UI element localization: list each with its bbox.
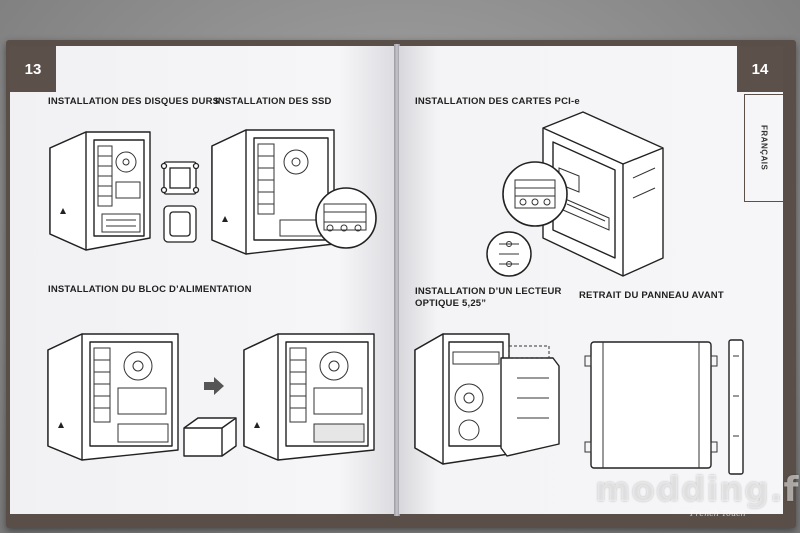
heading-pcie-install: INSTALLATION DES CARTES PCI-e [415,96,580,107]
watermark-brand: modding.fr [595,470,800,510]
heading-optical-install-line1: INSTALLATION D’UN LECTEUR [415,286,562,297]
watermark-tagline: French Touch [690,509,746,518]
hdd-tray-illustration [160,161,200,243]
psu-unit-illustration [183,417,237,457]
right-page: 14 FRANÇAIS INSTALLATION DES CARTES PCI-… [399,46,783,514]
page-number-right: 14 [737,46,783,92]
psu-case-before-illustration [47,333,179,461]
heading-hdd-install: INSTALLATION DES DISQUES DURS [48,96,220,107]
heading-front-panel-removal: RETRAIT DU PANNEAU AVANT [579,290,724,301]
left-page: 13 INSTALLATION DES DISQUES DURS INSTALL… [10,46,396,514]
pcie-case-illustration [486,111,664,277]
language-tab-label: FRANÇAIS [759,125,769,171]
page-number-left: 13 [10,46,56,92]
ssd-case-illustration [211,129,377,255]
front-panel-illustration [584,339,744,475]
language-tab: FRANÇAIS [744,94,783,202]
heading-ssd-install: INSTALLATION DES SSD [215,96,332,107]
psu-case-after-illustration [243,333,375,461]
optical-drive-illustration [414,333,560,465]
heading-optical-install-line2: OPTIQUE 5,25” [415,298,487,309]
heading-psu-install: INSTALLATION DU BLOC D’ALIMENTATION [48,284,252,295]
book-spine [394,44,400,516]
right-arrow-icon [204,377,224,395]
hdd-case-illustration [49,131,151,251]
